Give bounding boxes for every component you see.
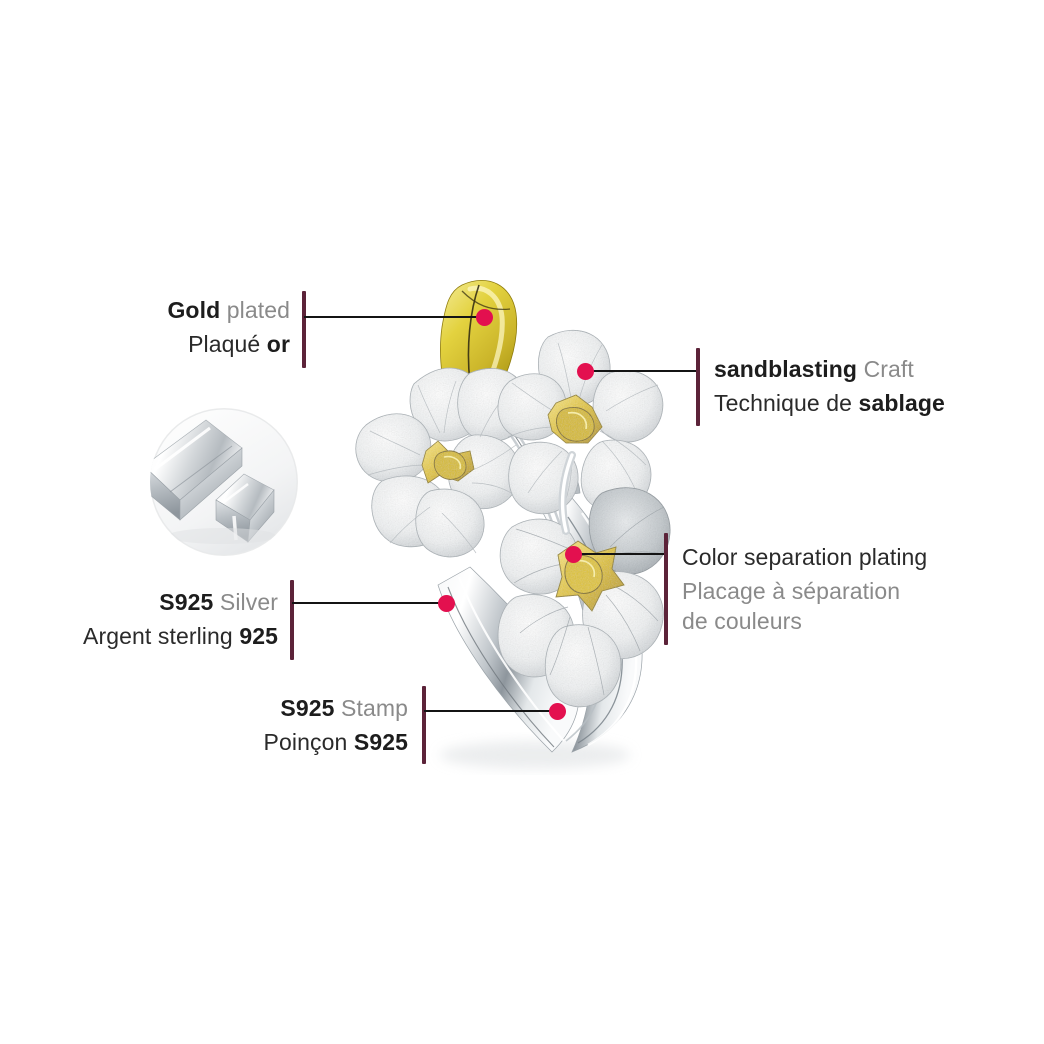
callout-sandblasting-anchor-dot bbox=[576, 362, 594, 380]
callout-gold-plated-anchor-dot bbox=[475, 308, 493, 326]
callout-sandblasting-leader bbox=[588, 370, 698, 372]
callout-sandblasting-bar bbox=[696, 348, 700, 426]
callout-color-separation-leader bbox=[575, 553, 666, 555]
callout-gold-plated-leader bbox=[304, 316, 480, 318]
callout-color-separation-en: Color separation plating bbox=[682, 544, 928, 570]
silver-bars-photo bbox=[150, 408, 298, 556]
flower-left bbox=[355, 367, 529, 558]
callout-s925-stamp-leader bbox=[424, 710, 554, 712]
callout-s925-stamp-bar bbox=[422, 686, 426, 764]
callout-s925-silver-leader bbox=[292, 602, 444, 604]
callout-color-separation-anchor-dot bbox=[564, 545, 582, 563]
callout-s925-silver-anchor-dot bbox=[437, 594, 455, 612]
callout-s925-stamp-fr: Poinçon S925 bbox=[263, 728, 408, 755]
callout-s925-silver-text: S925 Silver Argent sterling 925 bbox=[20, 588, 278, 652]
callout-s925-silver-bar bbox=[290, 580, 294, 660]
callout-color-separation-text: Color separation plating Placage à sépar… bbox=[682, 543, 1002, 637]
callout-gold-plated-text: Gold plated Plaqué or bbox=[40, 296, 290, 360]
callout-color-separation-fr-2: de couleurs bbox=[682, 607, 803, 634]
callout-sandblasting-text: sandblasting Craft Technique de sablage bbox=[714, 355, 1014, 419]
callout-sandblasting-en: sandblasting Craft bbox=[714, 356, 914, 382]
callout-s925-stamp-en: S925 Stamp bbox=[280, 695, 408, 721]
flower-upper-right-gold-center bbox=[547, 394, 603, 444]
flower-left-gold-center bbox=[421, 440, 475, 484]
callout-s925-silver-en: S925 Silver bbox=[159, 589, 278, 615]
flower-upper-right bbox=[497, 329, 664, 515]
flower-lower-right bbox=[497, 487, 671, 708]
callout-gold-plated-fr: Plaqué or bbox=[188, 330, 290, 357]
product-ring-image bbox=[320, 255, 740, 775]
callout-gold-plated-bar bbox=[302, 291, 306, 368]
callout-s925-silver-fr: Argent sterling 925 bbox=[83, 622, 278, 649]
callout-color-separation-fr-1: Placage à séparation bbox=[682, 577, 901, 604]
callout-gold-plated-en: Gold plated bbox=[167, 297, 290, 323]
callout-color-separation-bar bbox=[664, 533, 668, 645]
callout-s925-stamp-anchor-dot bbox=[548, 702, 566, 720]
callout-sandblasting-fr: Technique de sablage bbox=[714, 389, 945, 416]
callout-s925-stamp-text: S925 Stamp Poinçon S925 bbox=[150, 694, 408, 758]
